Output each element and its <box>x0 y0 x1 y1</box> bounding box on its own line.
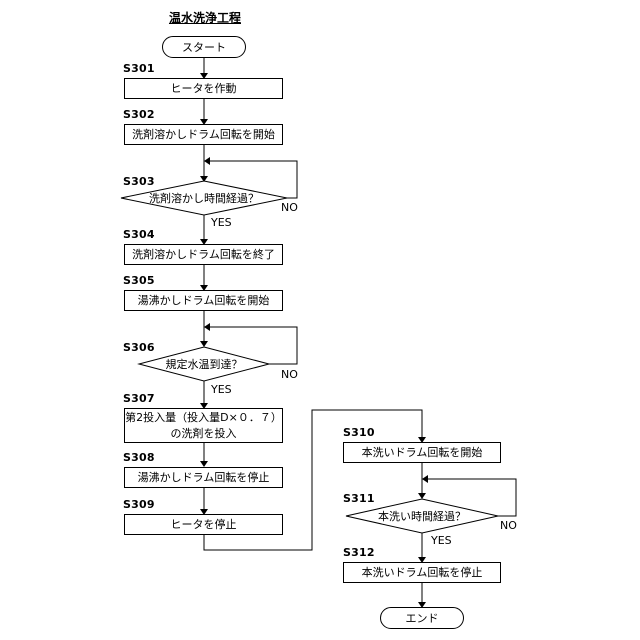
step-id-s308: S308 <box>123 451 155 464</box>
start-label: スタート <box>182 39 226 55</box>
process-text-s305: 湯沸かしドラム回転を開始 <box>138 293 270 309</box>
step-id-s309: S309 <box>123 498 155 511</box>
step-id-s310: S310 <box>343 426 375 439</box>
process-box-s310: 本洗いドラム回転を開始 <box>343 442 501 463</box>
process-text-s301: ヒータを作動 <box>171 81 237 97</box>
step-id-s306: S306 <box>123 341 155 354</box>
process-box-s304: 洗剤溶かしドラム回転を終了 <box>124 244 283 265</box>
process-text-s309: ヒータを停止 <box>171 517 237 533</box>
process-box-s309: ヒータを停止 <box>124 514 283 535</box>
process-box-s307: 第2投入量（投入量D×０．７） の洗剤を投入 <box>124 408 283 443</box>
step-id-s301: S301 <box>123 62 155 75</box>
decision-text-s311: 本洗い時間経過？ <box>346 508 498 524</box>
start-terminal: スタート <box>162 36 246 58</box>
process-text-s310: 本洗いドラム回転を開始 <box>362 445 483 461</box>
process-box-s308: 湯沸かしドラム回転を停止 <box>124 467 283 488</box>
process-text-s302: 洗剤溶かしドラム回転を開始 <box>132 127 275 143</box>
diagram-title: 温水洗浄工程 <box>140 9 270 26</box>
process-text-s308: 湯沸かしドラム回転を停止 <box>138 470 270 486</box>
step-id-s307: S307 <box>123 392 155 405</box>
step-id-s302: S302 <box>123 108 155 121</box>
end-terminal: エンド <box>380 607 464 629</box>
no-label-s311: NO <box>500 519 517 532</box>
process-box-s305: 湯沸かしドラム回転を開始 <box>124 290 283 311</box>
decision-text-s303: 洗剤溶かし時間経過？ <box>121 190 287 206</box>
end-label: エンド <box>406 610 439 626</box>
no-label-s303: NO <box>281 201 298 214</box>
process-text-s307-line1: 第2投入量（投入量D×０．７） <box>125 410 282 426</box>
process-box-s312: 本洗いドラム回転を停止 <box>343 562 501 583</box>
process-text-s304: 洗剤溶かしドラム回転を終了 <box>132 247 275 263</box>
process-box-s302: 洗剤溶かしドラム回転を開始 <box>124 124 283 145</box>
process-text-s307-line2: の洗剤を投入 <box>171 426 237 442</box>
step-id-s311: S311 <box>343 492 375 505</box>
step-id-s312: S312 <box>343 546 375 559</box>
decision-text-s306: 規定水温到達？ <box>139 356 269 372</box>
step-id-s303: S303 <box>123 175 155 188</box>
step-id-s304: S304 <box>123 228 155 241</box>
process-text-s312: 本洗いドラム回転を停止 <box>362 565 483 581</box>
yes-label-s311: YES <box>431 534 452 547</box>
yes-label-s306: YES <box>211 383 232 396</box>
process-box-s301: ヒータを作動 <box>124 78 283 99</box>
no-label-s306: NO <box>281 368 298 381</box>
step-id-s305: S305 <box>123 274 155 287</box>
yes-label-s303: YES <box>211 216 232 229</box>
